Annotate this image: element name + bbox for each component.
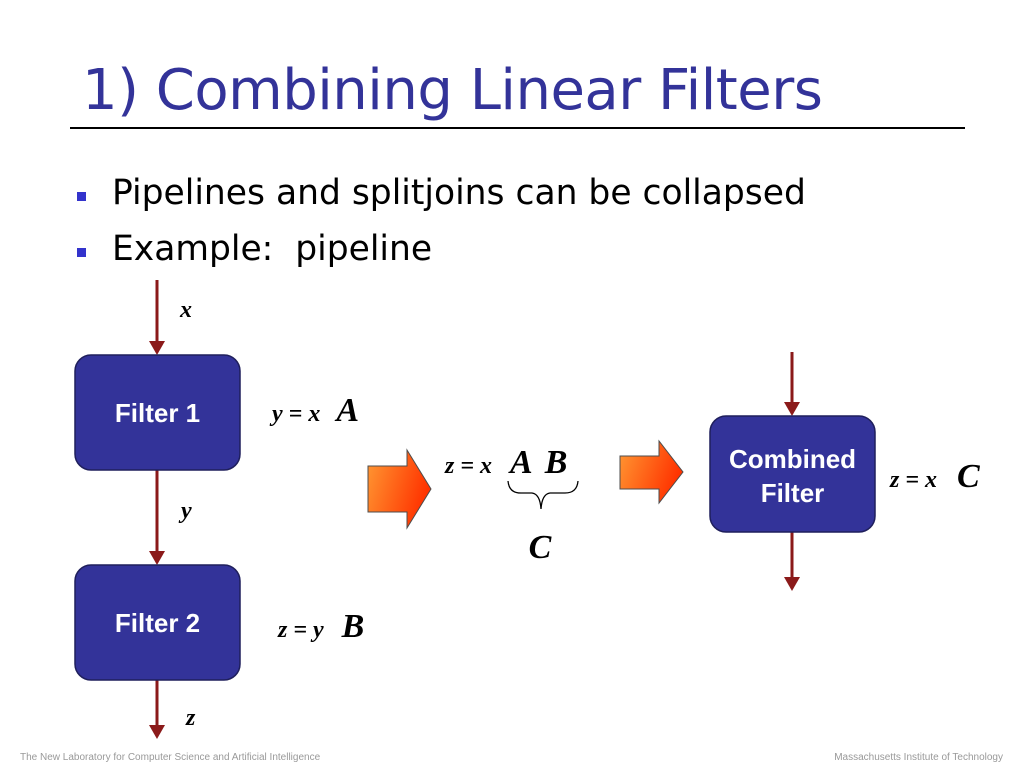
signal-x-label: x: [179, 297, 192, 323]
title-divider: [70, 127, 965, 129]
right-arrow-icon: [619, 439, 684, 505]
filter-2-equation: z = y B: [277, 608, 364, 645]
combined-filter-box: Combined Filter: [709, 415, 876, 533]
filter-1-to-filter-2-arrow-icon: [149, 470, 165, 565]
filter-1-box: Filter 1: [74, 354, 241, 471]
signal-y-label: y: [178, 498, 192, 524]
combined-equation-expr: z = x: [889, 467, 937, 493]
footer-institute-name: Massachusetts Institute of Technology: [834, 752, 1003, 763]
product-result-matrix: C: [529, 529, 552, 566]
bullet-text: Pipelines and splitjoins can be collapse…: [112, 173, 806, 213]
bullet-item: Pipelines and splitjoins can be collapse…: [76, 173, 836, 213]
arrow-head: [784, 577, 800, 591]
combined-matrix: C: [957, 458, 980, 495]
combined-output-arrow-icon: [784, 532, 800, 591]
combined-filter-label-line-2: Filter: [761, 478, 825, 508]
filter-1-label: Filter 1: [115, 398, 200, 428]
right-arrow-icon: [367, 448, 432, 530]
filter-1-equation: y = x A: [269, 392, 359, 429]
filter-2-matrix: B: [341, 608, 365, 645]
arrow-head: [149, 341, 165, 355]
combined-filter-label-line-1: Combined: [729, 444, 856, 474]
product-equation-expr: z = x: [444, 453, 492, 479]
filter-box-shape: [74, 564, 241, 681]
underbrace-icon: [507, 480, 579, 510]
product-matrix-b: B: [544, 444, 568, 481]
combined-input-arrow-icon: [784, 352, 800, 416]
filter-1-equation-expr: y = x: [269, 401, 320, 427]
output-arrow-icon: [149, 680, 165, 739]
bullet-text: Example: pipeline: [112, 229, 433, 269]
arrow-head: [149, 725, 165, 739]
signal-z-label: z: [185, 705, 196, 731]
bullet-item: Example: pipeline: [76, 229, 836, 269]
slide-title: 1) Combining Linear Filters: [82, 58, 823, 123]
filter-box-shape: [709, 415, 876, 533]
filter-2-label: Filter 2: [115, 608, 200, 638]
input-arrow-icon: [149, 280, 165, 355]
square-bullet-icon: [77, 192, 86, 201]
arrow-head: [784, 402, 800, 416]
filter-box-shape: [74, 354, 241, 471]
product-matrix-a: A: [508, 444, 533, 481]
footer-lab-name: The New Laboratory for Computer Science …: [20, 752, 321, 763]
filter-2-box: Filter 2: [74, 564, 241, 681]
combined-equation: z = x C: [889, 458, 980, 495]
arrow-head: [149, 551, 165, 565]
filter-2-equation-expr: z = y: [277, 617, 324, 643]
square-bullet-icon: [77, 248, 86, 257]
filter-1-matrix: A: [334, 392, 359, 429]
